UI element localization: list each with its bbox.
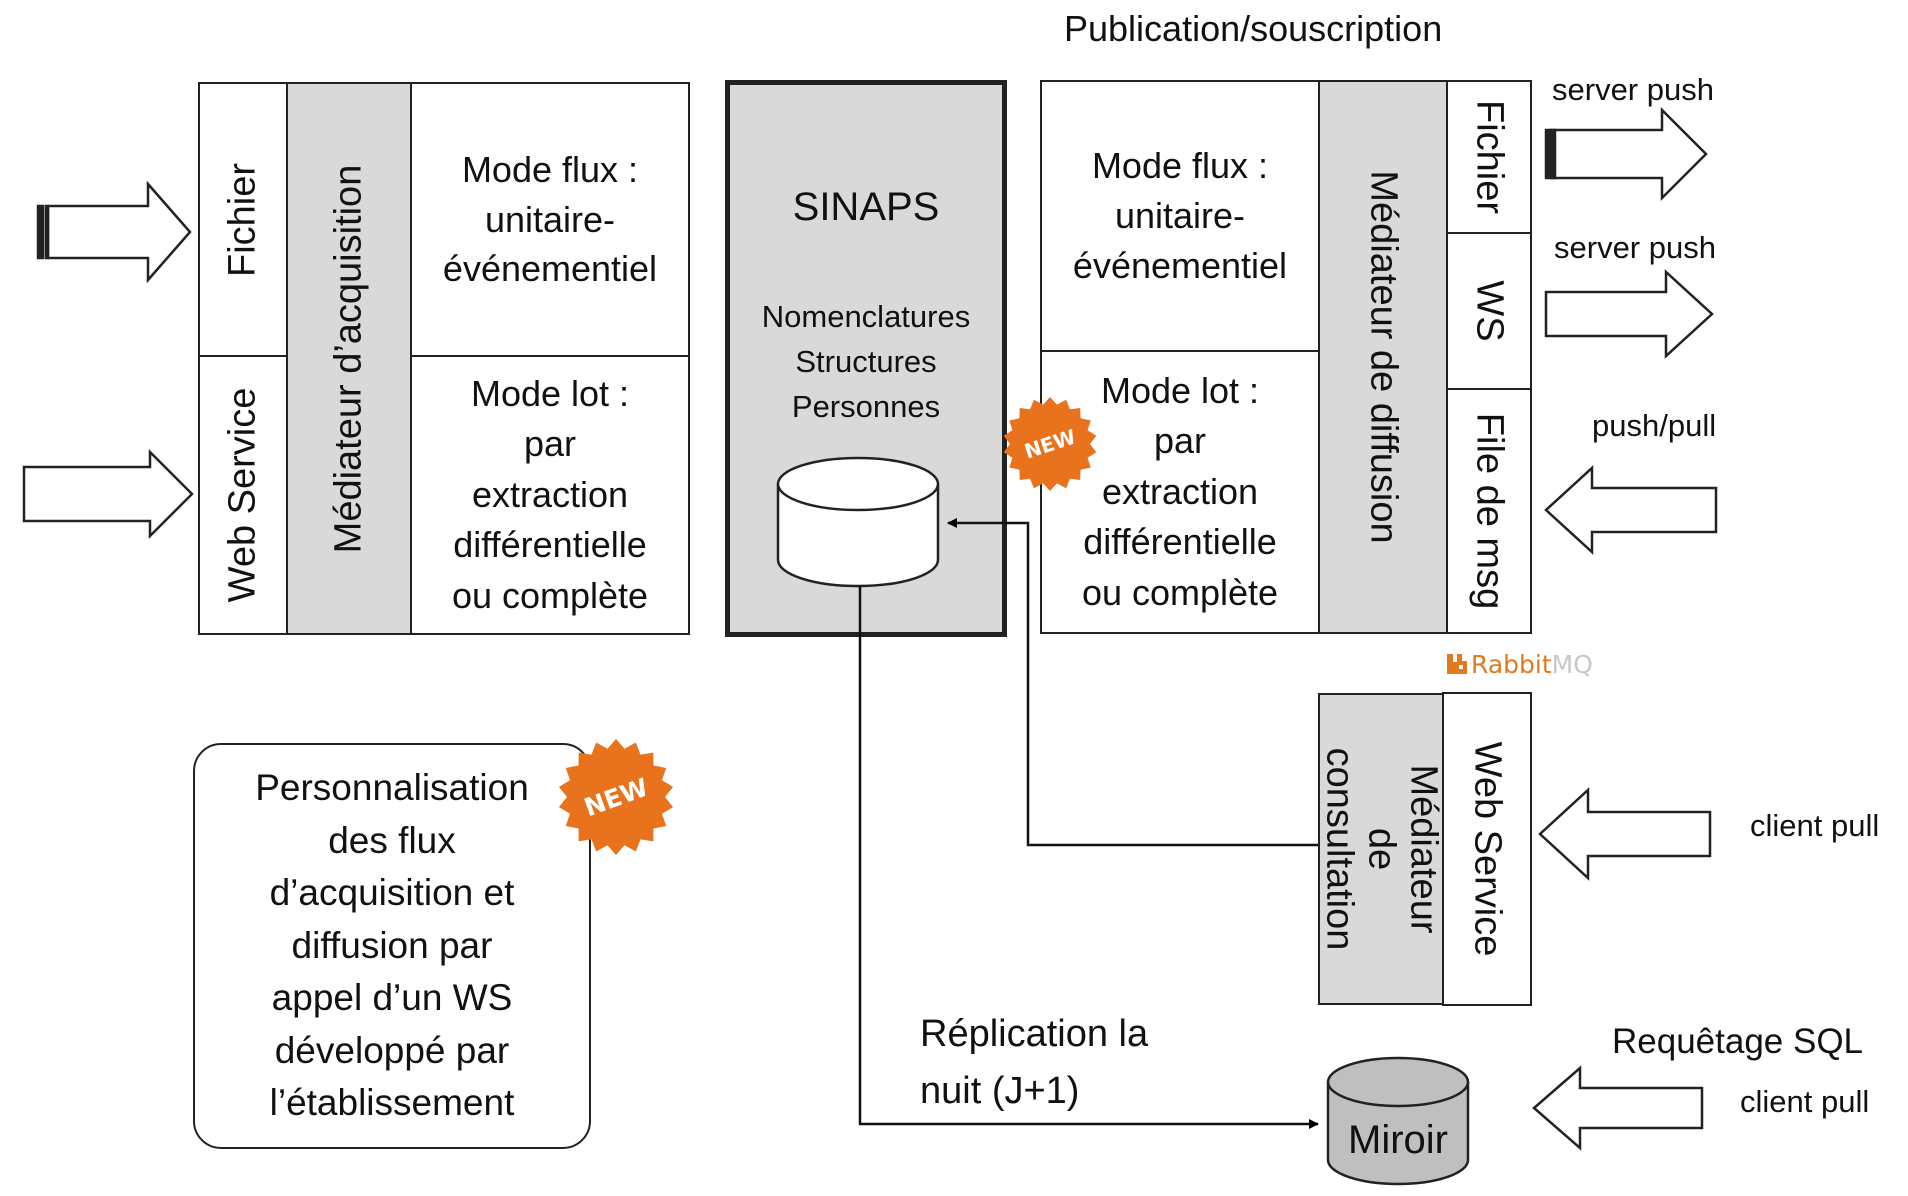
pubsub-label: Publication/souscription bbox=[1064, 8, 1443, 49]
mirror-database-icon bbox=[1326, 1056, 1470, 1186]
server-push-label-1: server push bbox=[1552, 72, 1714, 107]
new-badge-customization: NEW bbox=[566, 747, 666, 847]
acq-mode-flux-cell: Mode flux : unitaire- événementiel bbox=[410, 82, 690, 357]
input-arrow-fichier bbox=[36, 180, 192, 284]
output-arrow-fichier bbox=[1544, 106, 1708, 202]
customization-box: Personnalisation des flux d’acquisition … bbox=[193, 743, 591, 1149]
input-arrow-webservice bbox=[22, 448, 194, 540]
new-badge-diffusion-text: NEW bbox=[1021, 424, 1079, 464]
diff-mode-flux-cell: Mode flux : unitaire- événementiel bbox=[1040, 80, 1320, 352]
rabbitmq-logo-suffix: MQ bbox=[1551, 649, 1593, 679]
diff-mode-lot-label: Mode lot : par extraction différentielle… bbox=[1081, 370, 1279, 613]
replication-connector bbox=[858, 586, 1319, 1129]
diff-ws-cell: WS bbox=[1446, 232, 1532, 390]
customization-text: Personnalisation des flux d’acquisition … bbox=[255, 767, 529, 1124]
sinaps-title: SINAPS bbox=[792, 185, 940, 229]
sinaps-database-icon bbox=[776, 456, 940, 588]
replication-label: Réplication la nuit (J+1) bbox=[920, 1013, 1149, 1112]
diff-file-msg-cell: File de msg bbox=[1446, 388, 1532, 634]
diff-mode-flux-label: Mode flux : unitaire- événementiel bbox=[1072, 145, 1288, 286]
consultation-connector bbox=[947, 518, 1318, 847]
push-pull-label: push/pull bbox=[1592, 408, 1717, 443]
mirror-client-pull-label: client pull bbox=[1740, 1084, 1870, 1119]
new-badge-diffusion-shape bbox=[1003, 397, 1097, 491]
rabbitmq-icon bbox=[1447, 654, 1467, 674]
acq-fichier-cell: Fichier bbox=[198, 82, 288, 357]
new-badge-customization-shape bbox=[558, 739, 674, 855]
mirror-label: Miroir bbox=[1348, 1118, 1448, 1162]
acq-mode-flux-label: Mode flux : unitaire- événementiel bbox=[442, 148, 658, 290]
acq-mediator: Médiateur d’acquisition bbox=[286, 82, 412, 635]
rabbitmq-logo-prefix: Rabbit bbox=[1471, 649, 1552, 679]
sinaps-subtitle: Nomenclatures Structures Personnes bbox=[761, 299, 971, 424]
acq-mode-lot-cell: Mode lot : par extraction différentielle… bbox=[410, 355, 690, 635]
sql-query-label: Requêtage SQL bbox=[1612, 1022, 1864, 1061]
new-badge-customization-text: NEW bbox=[580, 772, 652, 822]
input-arrow-mirror bbox=[1532, 1065, 1704, 1151]
input-arrow-consult bbox=[1538, 787, 1712, 881]
output-arrow-ws bbox=[1544, 269, 1714, 359]
acq-webservice-cell: Web Service bbox=[198, 355, 288, 635]
acq-mode-lot-label: Mode lot : par extraction différentielle… bbox=[451, 373, 649, 616]
consult-webservice-cell: Web Service bbox=[1442, 692, 1532, 1006]
input-arrow-file-msg bbox=[1544, 465, 1718, 555]
diff-mediator: Médiateur de diffusion bbox=[1318, 80, 1448, 634]
diff-fichier-cell: Fichier bbox=[1446, 80, 1532, 234]
server-push-label-2: server push bbox=[1554, 230, 1716, 265]
consult-client-pull-label: client pull bbox=[1750, 808, 1880, 843]
new-badge-diffusion: NEW bbox=[1000, 394, 1100, 494]
